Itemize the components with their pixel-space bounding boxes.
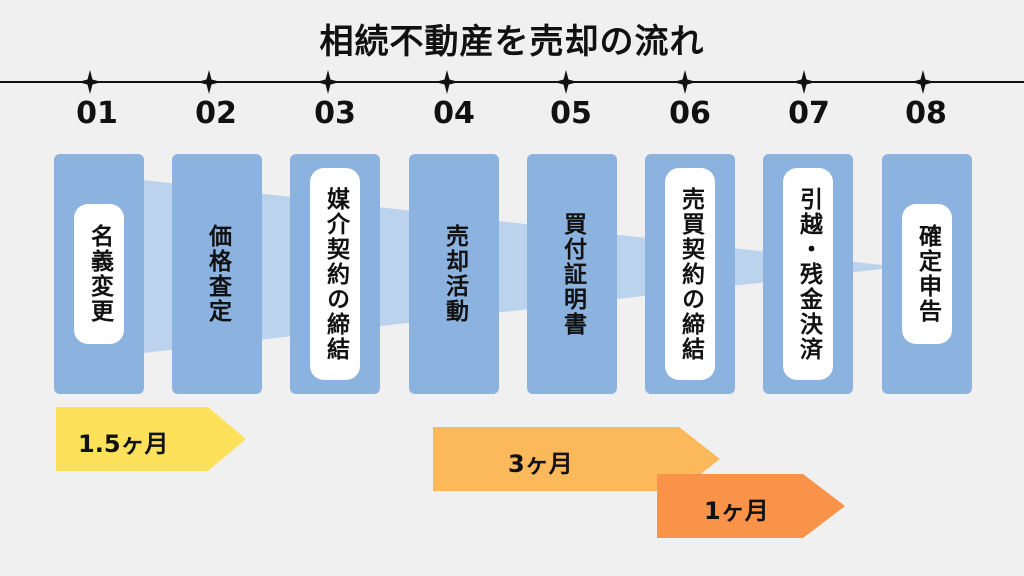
star-icon [435,70,459,94]
step-number: 05 [550,96,592,131]
step-label: 売却活動 [441,224,468,324]
step-number: 07 [788,96,830,131]
step-label-pill: 引越・残金決済 [783,168,833,380]
step-label: 引越・残金決済 [795,186,822,362]
step-number: 08 [905,96,947,131]
star-icon [554,70,578,94]
star-icon [673,70,697,94]
step-label-pill: 売買契約の締結 [665,168,715,380]
star-icon [78,70,102,94]
step-label: 買付証明書 [559,211,586,337]
duration-label-2: 3ヶ月 [508,450,573,478]
duration-arrow-3 [657,474,845,538]
step-label: 確定申告 [914,224,941,324]
step-card-01: 名義変更 [54,154,144,394]
step-card-02: 価格査定 [172,154,262,394]
step-number: 04 [433,96,475,131]
duration-label-1: 1.5ヶ月 [78,430,169,458]
step-number: 02 [195,96,237,131]
step-number: 01 [76,96,118,131]
step-number: 03 [314,96,356,131]
step-card-07: 引越・残金決済 [763,154,853,394]
step-card-08: 確定申告 [882,154,972,394]
timeline-line [0,81,1024,83]
step-label-pill: 確定申告 [902,204,952,344]
duration-arrow-1 [56,407,246,471]
step-card-06: 売買契約の締結 [645,154,735,394]
duration-label-3: 1ヶ月 [704,497,769,525]
step-card-05: 買付証明書 [527,154,617,394]
page-title: 相続不動産を売却の流れ [319,22,705,62]
step-label-pill: 名義変更 [74,204,124,344]
step-label-pill: 価格査定 [192,204,242,344]
step-card-03: 媒介契約の締結 [290,154,380,394]
step-label-pill: 売却活動 [429,204,479,344]
star-icon [316,70,340,94]
step-label: 媒介契約の締結 [322,186,349,362]
duration-arrow-2 [433,427,720,491]
star-icon [792,70,816,94]
step-label-pill: 買付証明書 [547,194,597,354]
step-label: 売買契約の締結 [677,186,704,362]
star-icon [911,70,935,94]
star-icon [197,70,221,94]
step-label-pill: 媒介契約の締結 [310,168,360,380]
step-number: 06 [669,96,711,131]
step-label: 価格査定 [204,224,231,324]
step-label: 名義変更 [86,224,113,324]
step-card-04: 売却活動 [409,154,499,394]
